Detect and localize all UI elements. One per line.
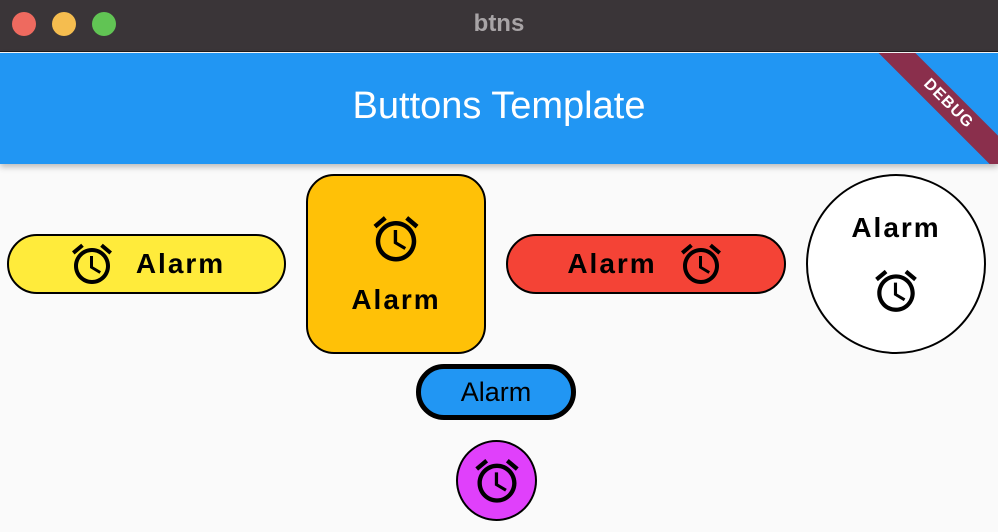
alarm-icon-button-purple[interactable] [456, 440, 537, 521]
alarm-button-label: Alarm [567, 248, 657, 279]
alarm-clock-icon [871, 266, 921, 316]
alarm-button-label: Alarm [351, 284, 441, 315]
alarm-button-yellow[interactable]: Alarm [7, 234, 286, 294]
window-titlebar: btns [0, 0, 998, 52]
alarm-button-amber[interactable]: Alarm [306, 174, 486, 354]
alarm-clock-icon [369, 212, 423, 266]
alarm-clock-icon [68, 240, 116, 288]
app-bar: Buttons Template DEBUG [0, 53, 998, 164]
alarm-clock-icon [471, 455, 523, 507]
alarm-button-red[interactable]: Alarm [506, 234, 786, 294]
minimize-window-button[interactable] [52, 12, 76, 36]
alarm-button-label: Alarm [135, 248, 226, 279]
maximize-window-button[interactable] [92, 12, 116, 36]
alarm-button-circle[interactable]: Alarm [806, 174, 986, 354]
close-window-button[interactable] [12, 12, 36, 36]
alarm-clock-icon [677, 240, 725, 288]
window-title: btns [473, 10, 525, 37]
alarm-button-label: Alarm [851, 212, 941, 243]
alarm-button-label: Alarm [460, 376, 532, 407]
page-title: Buttons Template [352, 85, 646, 127]
alarm-button-blue[interactable]: Alarm [416, 364, 576, 420]
